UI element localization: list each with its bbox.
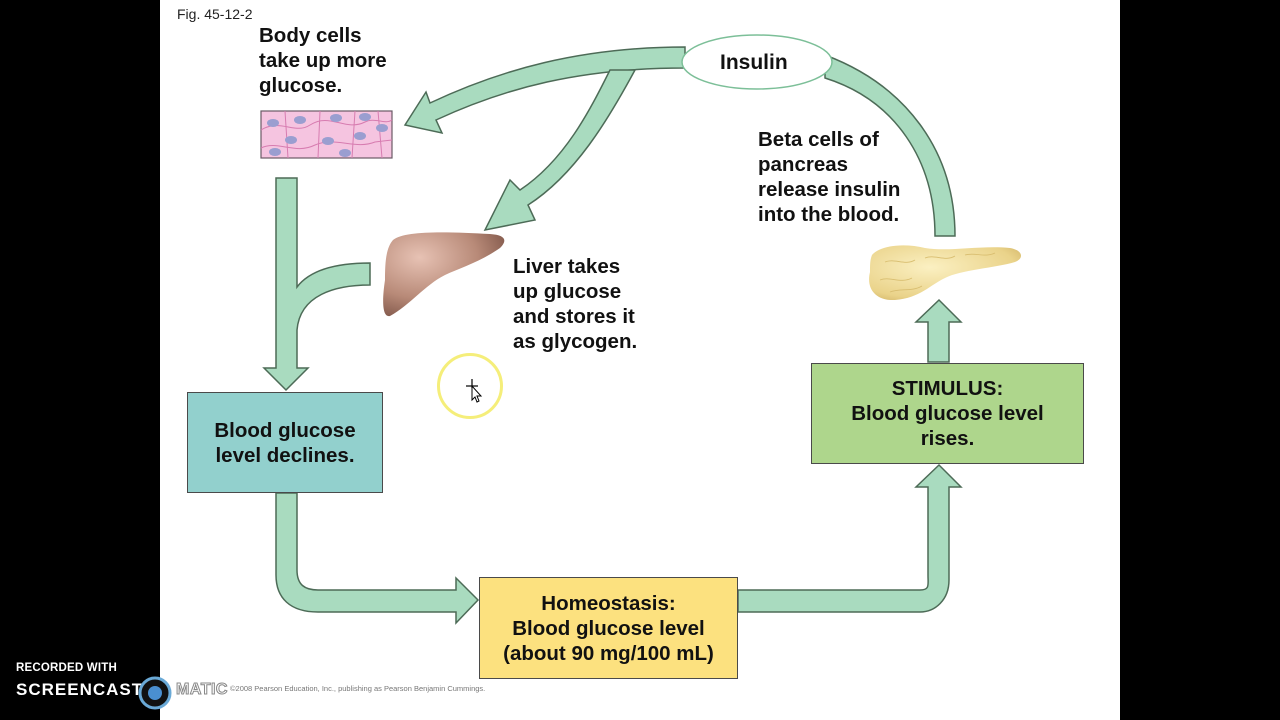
diagram-arrows	[260, 34, 1022, 625]
declines-line: level declines.	[215, 443, 355, 467]
beta-cells-line: Beta cells of	[758, 128, 879, 151]
arrow-pancreas-to-insulin	[824, 53, 956, 237]
beta-cells-line: into the blood.	[758, 203, 900, 226]
figure-label: Fig. 45-12-2	[177, 6, 253, 22]
cursor-highlight-ring	[437, 353, 503, 419]
liver-line: as glycogen.	[513, 330, 638, 353]
liver-line: up glucose	[513, 280, 622, 303]
homeostasis-line: Blood glucose level	[512, 616, 705, 640]
arrow-insulin-to-body-cells	[403, 46, 686, 135]
liver-label: Liver takes up glucose and stores it as …	[513, 254, 637, 354]
pancreas-image	[869, 245, 1022, 301]
arrow-homeostasis-to-stimulus	[737, 463, 963, 613]
homeostasis-line: Homeostasis:	[541, 591, 676, 615]
body-cells-line: take up more	[259, 49, 387, 72]
insulin-label: Insulin	[720, 51, 788, 74]
screencast-logo-icon	[138, 676, 172, 710]
arrow-insulin-to-liver	[483, 69, 637, 232]
liver-line: and stores it	[513, 305, 635, 328]
watermark-brand-left: SCREENCAST	[16, 680, 144, 699]
liver-image	[383, 232, 505, 317]
copyright-text: ©2008 Pearson Education, Inc., publishin…	[230, 684, 486, 693]
stimulus-box: STIMULUS: Blood glucose level rises.	[811, 363, 1084, 464]
declines-line: Blood glucose	[214, 418, 356, 442]
body-cells-line: glucose.	[259, 74, 343, 97]
beta-cells-label: Beta cells of pancreas release insulin i…	[758, 127, 900, 227]
stimulus-line: rises.	[920, 427, 975, 450]
declines-box: Blood glucose level declines.	[187, 392, 383, 493]
body-cells-image	[260, 110, 393, 159]
arrow-declines-to-homeostasis	[275, 492, 480, 625]
slide: Fig. 45-12-2	[160, 0, 1120, 720]
insulin-ellipse	[681, 34, 833, 90]
stimulus-line: STIMULUS:	[891, 377, 1004, 400]
liver-line: Liver takes	[513, 255, 621, 278]
homeostasis-box: Homeostasis: Blood glucose level (about …	[479, 577, 738, 679]
move-pointer-icon	[466, 379, 483, 403]
screencast-watermark: RECORDED WITH SCREENCAST MATIC	[0, 650, 240, 720]
watermark-recorded-with: RECORDED WITH	[16, 662, 117, 674]
beta-cells-line: pancreas	[758, 153, 849, 176]
body-cells-label: Body cells take up more glucose.	[259, 23, 387, 98]
arrow-stimulus-to-pancreas	[914, 298, 963, 363]
watermark-brand-right: MATIC	[176, 681, 228, 699]
beta-cells-line: release insulin	[758, 178, 901, 201]
homeostasis-line: (about 90 mg/100 mL)	[503, 641, 714, 665]
arrow-cells-and-liver-to-declines	[262, 177, 371, 392]
body-cells-line: Body cells	[259, 24, 362, 47]
stimulus-line: Blood glucose level	[851, 402, 1044, 425]
